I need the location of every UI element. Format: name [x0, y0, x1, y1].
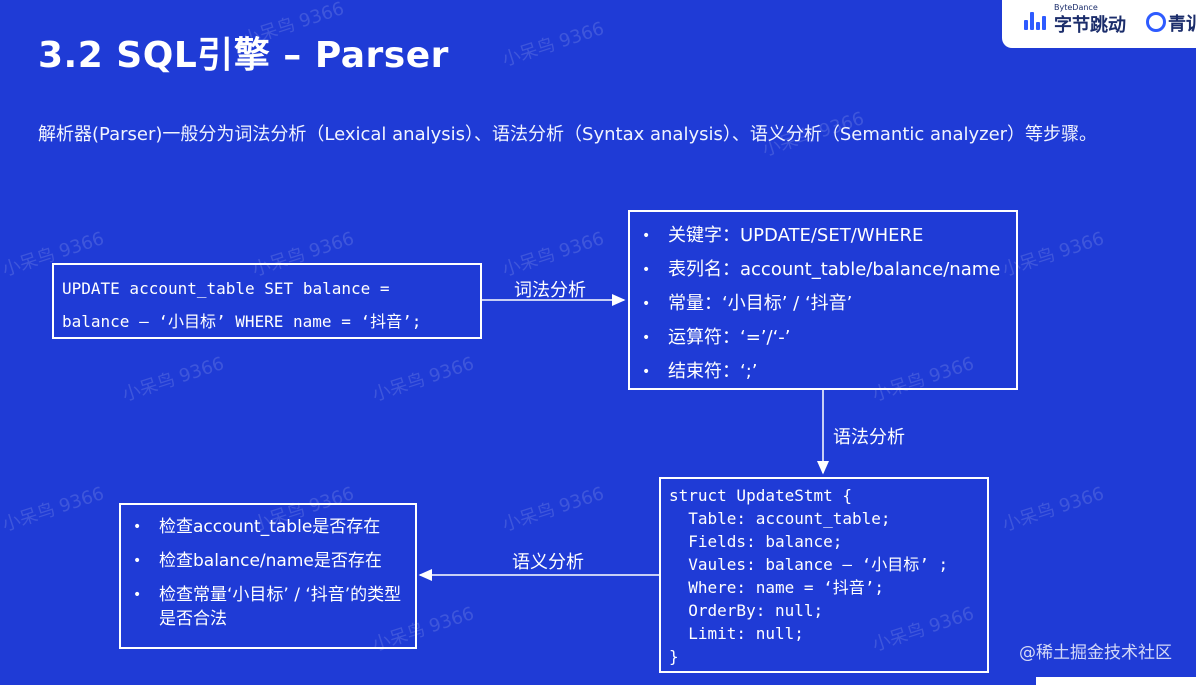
semantic-analysis-label: 语义分析: [512, 552, 584, 573]
token-text: 表列名：account_table/balance/name: [668, 259, 1001, 280]
syntax-tree-box: struct UpdateStmt { Table: account_table…: [659, 477, 989, 673]
bottom-caption-strip: [1036, 677, 1196, 685]
slide-title: 3.2 SQL引擎 – Parser: [38, 35, 449, 76]
lexical-analysis-label: 词法分析: [514, 280, 586, 301]
logo-subtext: ByteDance: [1054, 3, 1098, 12]
code-line: struct UpdateStmt {: [669, 486, 853, 505]
token-item: •表列名：account_table/balance/name: [642, 259, 1001, 280]
token-text: 运算符：‘=’/‘-’: [668, 327, 791, 348]
code-line: Table: account_table;: [669, 509, 891, 528]
code-line: Fields: balance;: [669, 532, 843, 551]
check-item: •检查常量‘小目标’ / ‘抖音’的类型是否合法: [133, 585, 402, 629]
semantic-check-box: •检查account_table是否存在 •检查balance/name是否存在…: [119, 503, 417, 649]
code-line: OrderBy: null;: [669, 601, 824, 620]
token-item: •关键字：UPDATE/SET/WHERE: [642, 225, 924, 246]
code-line: Limit: null;: [669, 624, 804, 643]
code-line: }: [669, 647, 679, 666]
sql-line: UPDATE account_table SET balance =: [62, 279, 390, 298]
token-item: •运算符：‘=’/‘-’: [642, 327, 791, 348]
token-text: 常量：‘小目标’ / ‘抖音’: [668, 293, 853, 314]
check-text: 检查account_table是否存在: [159, 517, 381, 537]
code-line: Vaules: balance – ‘小目标’ ;: [669, 555, 949, 574]
check-item: •检查balance/name是否存在: [133, 551, 382, 571]
token-text: 结束符：‘;’: [668, 361, 758, 382]
token-item: •结束符：‘;’: [642, 361, 758, 382]
token-text: 关键字：UPDATE/SET/WHERE: [668, 225, 924, 246]
slide-description: 解析器(Parser)一般分为词法分析（Lexical analysis）、语法…: [38, 124, 1098, 145]
check-item: •检查account_table是否存在: [133, 517, 381, 537]
bytedance-logo-icon: [1024, 12, 1046, 30]
qingxun-logo-icon: [1146, 12, 1166, 32]
sql-line: balance – ‘小目标’ WHERE name = ‘抖音’;: [62, 312, 422, 331]
logo-second-text: 青训: [1168, 14, 1196, 35]
check-text: 检查常量‘小目标’ / ‘抖音’的类型是否合法: [159, 585, 402, 629]
sql-statement-box: UPDATE account_table SET balance = balan…: [52, 263, 482, 339]
bytedance-logo-panel: ByteDance 字节跳动 青训: [1002, 0, 1196, 48]
code-line: Where: name = ‘抖音’;: [669, 578, 885, 597]
token-item: •常量：‘小目标’ / ‘抖音’: [642, 293, 853, 314]
lexical-tokens-box: •关键字：UPDATE/SET/WHERE •表列名：account_table…: [628, 210, 1018, 390]
community-watermark: @稀土掘金技术社区: [1019, 643, 1172, 663]
check-text: 检查balance/name是否存在: [159, 551, 382, 571]
logo-text: 字节跳动: [1054, 15, 1126, 36]
syntax-analysis-label: 语法分析: [833, 427, 905, 448]
